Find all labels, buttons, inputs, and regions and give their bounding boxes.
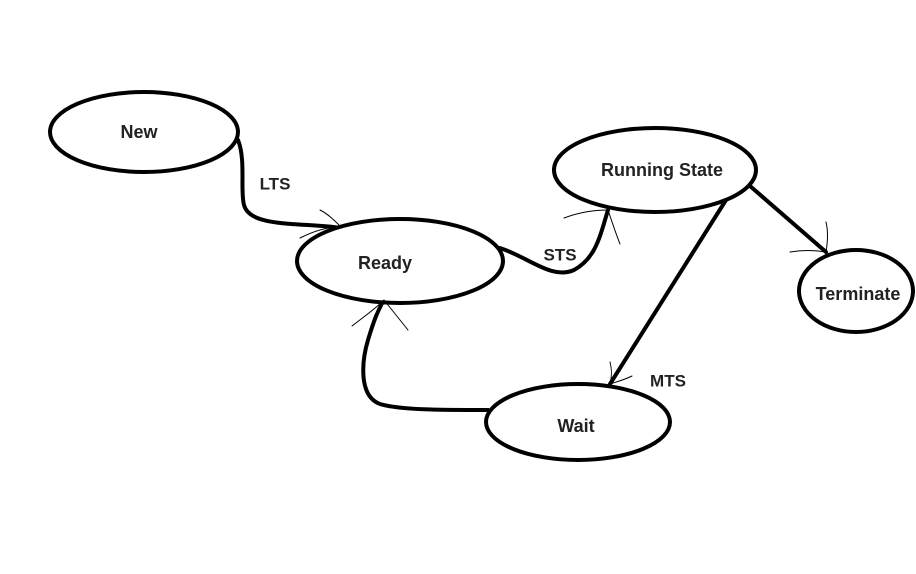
edge-new-to-ready: [236, 138, 344, 230]
edge-ready-to-running: [498, 208, 610, 275]
state-ready-ellipse: [295, 217, 505, 305]
transition-label-lts: LTS: [260, 175, 291, 194]
state-new-ellipse: [48, 90, 240, 174]
state-running-ellipse: [552, 126, 758, 214]
state-terminate-label: Terminate: [816, 284, 901, 304]
arrowhead-into-wait: [609, 361, 633, 385]
arrowhead-into-terminate: [789, 221, 828, 253]
arrowhead-into-ready-from-new: [299, 209, 343, 239]
state-wait: Wait: [484, 382, 672, 462]
arrowhead-into-running: [563, 209, 621, 245]
state-new: New: [48, 90, 240, 174]
state-ready: Ready: [295, 217, 505, 305]
arrowhead-into-ready-from-wait: [351, 299, 409, 331]
state-terminate: Terminate: [797, 248, 915, 334]
state-running-label: Running State: [601, 160, 723, 180]
state-terminate-ellipse: [797, 248, 915, 334]
transition-label-mts: MTS: [650, 372, 686, 391]
state-ready-label: Ready: [358, 253, 412, 273]
edge-running-to-wait: [608, 198, 728, 386]
edge-running-to-terminate: [748, 184, 828, 254]
transition-label-sts: STS: [543, 246, 576, 265]
state-wait-ellipse: [484, 382, 672, 462]
edge-wait-to-ready: [361, 298, 490, 412]
state-new-label: New: [120, 122, 158, 142]
arrowhead-marks: [299, 209, 828, 385]
state-wait-label: Wait: [557, 416, 594, 436]
state-running: Running State: [552, 126, 758, 214]
